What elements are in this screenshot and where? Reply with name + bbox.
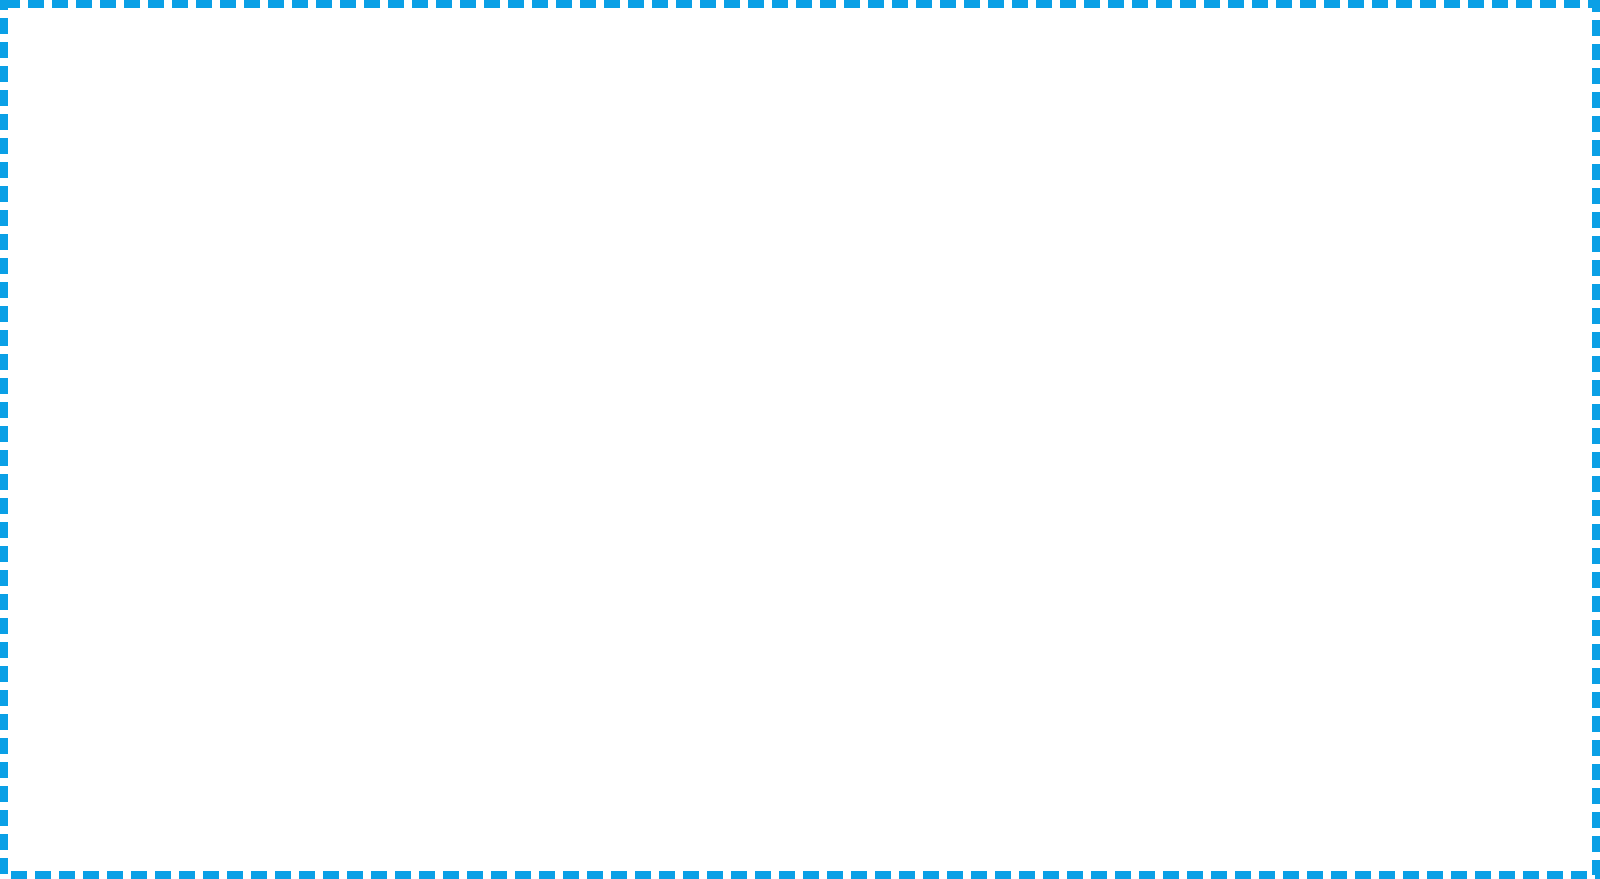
dashed-border [0,0,1600,879]
dashed-border-frame [0,0,1600,879]
canvas-background [0,0,1600,879]
empty-canvas [0,0,1600,879]
